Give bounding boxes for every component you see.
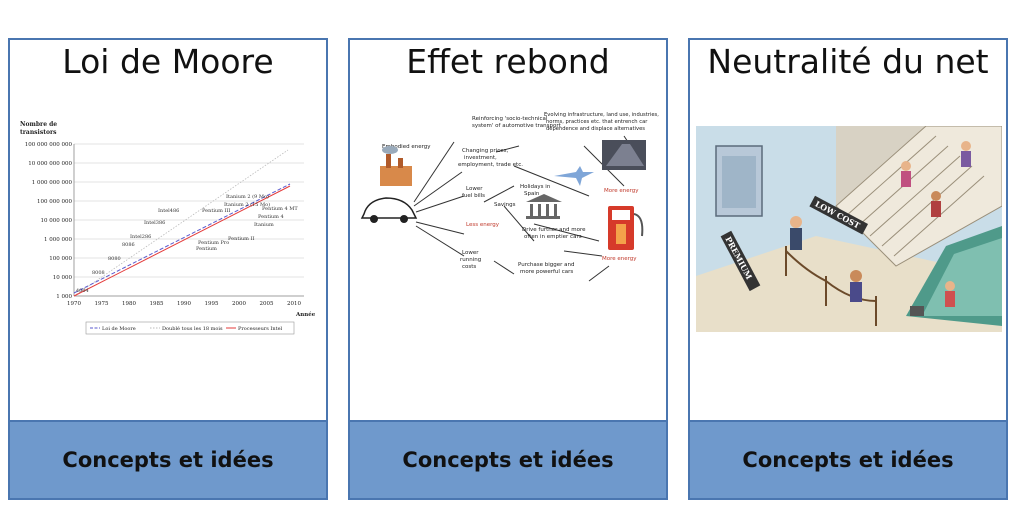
card-loi-de-moore[interactable]: Loi de Moore Nombre de transistors 100 0… <box>8 38 328 500</box>
x-tick-label: 1975 <box>95 301 109 307</box>
plane-icon <box>554 166 594 186</box>
rebound-diagram: Reinforcing 'socio-technical system' of … <box>360 112 659 282</box>
x-tick-label: 1990 <box>177 301 191 307</box>
processor-label: Intel486 <box>158 208 179 214</box>
processor-label: Itanium 2 (15 Mo) <box>224 201 270 208</box>
person-figure <box>901 161 911 187</box>
bank-icon <box>526 194 562 219</box>
svg-text:costs: costs <box>462 264 476 270</box>
label-evolving: Evolving infrastructure, land use, indus… <box>544 112 659 118</box>
escalator <box>906 226 1002 326</box>
y-tick-label: 1 000 <box>56 294 72 300</box>
person-figure <box>931 191 941 217</box>
label-changing: Changing prices, <box>462 148 508 154</box>
series-doubling-18-months <box>73 149 289 297</box>
y-tick-label: 10 000 <box>53 275 73 281</box>
label-embodied: Embodied energy <box>382 144 431 150</box>
processor-label: Pentium Pro <box>198 240 229 246</box>
label-fuel: Lower <box>466 186 483 192</box>
svg-text:running: running <box>460 257 481 263</box>
premium-gate <box>715 145 763 217</box>
card-title: Neutralité du net <box>707 42 989 81</box>
label-drive: Drive further and more <box>522 227 586 233</box>
svg-text:often in emptier cars: often in emptier cars <box>524 234 582 240</box>
processor-label: Intel286 <box>130 234 151 240</box>
footer-label: Concepts et idées <box>402 448 614 472</box>
legend-processeurs-intel: Processeurs Intel <box>238 326 283 332</box>
chart-legend: Loi de Moore Doublé tous les 18 mois Pro… <box>85 321 295 335</box>
label-running: Lower <box>462 250 479 256</box>
x-tick-label: 2010 <box>287 301 301 307</box>
processor-label: 8080 <box>108 256 121 262</box>
processor-label: Pentium 4 <box>258 214 284 220</box>
y-tick-label: 10 000 000 000 <box>28 161 72 167</box>
processor-label: 4004 <box>76 288 89 294</box>
x-tick-label: 1985 <box>150 301 164 307</box>
processor-label: Pentium 4 MT <box>262 206 298 212</box>
svg-text:fuel bills: fuel bills <box>462 193 485 199</box>
legend-loi-de-moore: Loi de Moore <box>102 326 136 332</box>
svg-text:more powerful cars: more powerful cars <box>520 269 573 275</box>
card-footer: Concepts et idées <box>350 420 666 498</box>
footer-label: Concepts et idées <box>742 448 954 472</box>
factory-icon <box>380 146 412 186</box>
x-tick-label: 1970 <box>67 301 81 307</box>
x-tick-label: 2000 <box>232 301 246 307</box>
svg-text:norms, practices etc. that ent: norms, practices etc. that entrench car <box>546 119 648 125</box>
processor-label: Pentium <box>196 246 217 252</box>
processor-label: 8086 <box>122 242 135 248</box>
label-less-energy: Less energy <box>466 222 500 228</box>
processor-label: Pentium III <box>202 208 230 214</box>
card-neutralite-du-net[interactable]: Neutralité du net PREMIUM <box>688 38 1008 500</box>
svg-text:investment,: investment, <box>464 155 497 161</box>
x-tick-label: 2005 <box>260 301 274 307</box>
label-holidays: Holidays in <box>520 184 551 190</box>
y-tick-label: 100 000 000 <box>37 199 72 205</box>
fuel-pump-icon <box>608 206 644 250</box>
y-tick-label: 10 000 000 <box>41 218 73 224</box>
label-more-energy: More energy <box>602 256 637 262</box>
card-title: Effet rebond <box>406 42 610 81</box>
svg-text:system' of automotive transpor: system' of automotive transport <box>472 123 562 129</box>
card-effet-rebond[interactable]: Effet rebond Reinforcing 'socio-technica… <box>348 38 668 500</box>
processor-label: Pentium II <box>228 236 254 242</box>
person-figure <box>945 281 955 307</box>
person-figure <box>790 216 802 250</box>
y-axis-label: transistors <box>20 129 57 136</box>
x-axis-label: Année <box>295 311 316 318</box>
processor-label: Itanium 2 (9 Mo) <box>226 193 269 200</box>
series-processeurs-intel <box>73 185 291 297</box>
label-more-energy: More energy <box>604 188 639 194</box>
net-neutrality-illustration: PREMIUM LOW COST <box>696 126 1002 332</box>
svg-text:dependence and displace altern: dependence and displace alternatives <box>546 126 645 132</box>
car-icon <box>360 197 418 223</box>
card-title: Loi de Moore <box>62 42 274 81</box>
x-tick-label: 1995 <box>205 301 219 307</box>
series-loi-de-moore <box>73 183 291 294</box>
y-tick-label: 100 000 <box>49 256 72 262</box>
label-reinforcing: Reinforcing 'socio-technical <box>472 116 548 122</box>
y-axis-label: Nombre de <box>20 121 57 128</box>
processor-label: Intel386 <box>144 220 165 226</box>
x-tick-label: 1980 <box>122 301 136 307</box>
y-tick-label: 100 000 000 000 <box>25 142 73 148</box>
label-purchase: Purchase bigger and <box>518 262 574 268</box>
y-tick-label: 1 000 000 000 <box>32 180 73 186</box>
person-figure <box>961 141 971 167</box>
processor-label: Itanium <box>254 222 274 228</box>
moore-chart: Nombre de transistors 100 000 000 000 10 … <box>20 121 316 335</box>
person-figure <box>850 270 862 302</box>
y-tick-label: 1 000 000 <box>44 237 72 243</box>
footer-label: Concepts et idées <box>62 448 274 472</box>
legend-double-18-mois: Doublé tous les 18 mois <box>162 325 223 332</box>
suitcase <box>910 306 924 316</box>
processor-label: 8008 <box>92 270 105 276</box>
svg-text:Spain: Spain <box>524 191 540 197</box>
card-footer: Concepts et idées <box>690 420 1006 498</box>
svg-text:employment, trade etc.: employment, trade etc. <box>458 162 523 168</box>
label-savings: Savings <box>494 202 516 208</box>
card-footer: Concepts et idées <box>10 420 326 498</box>
